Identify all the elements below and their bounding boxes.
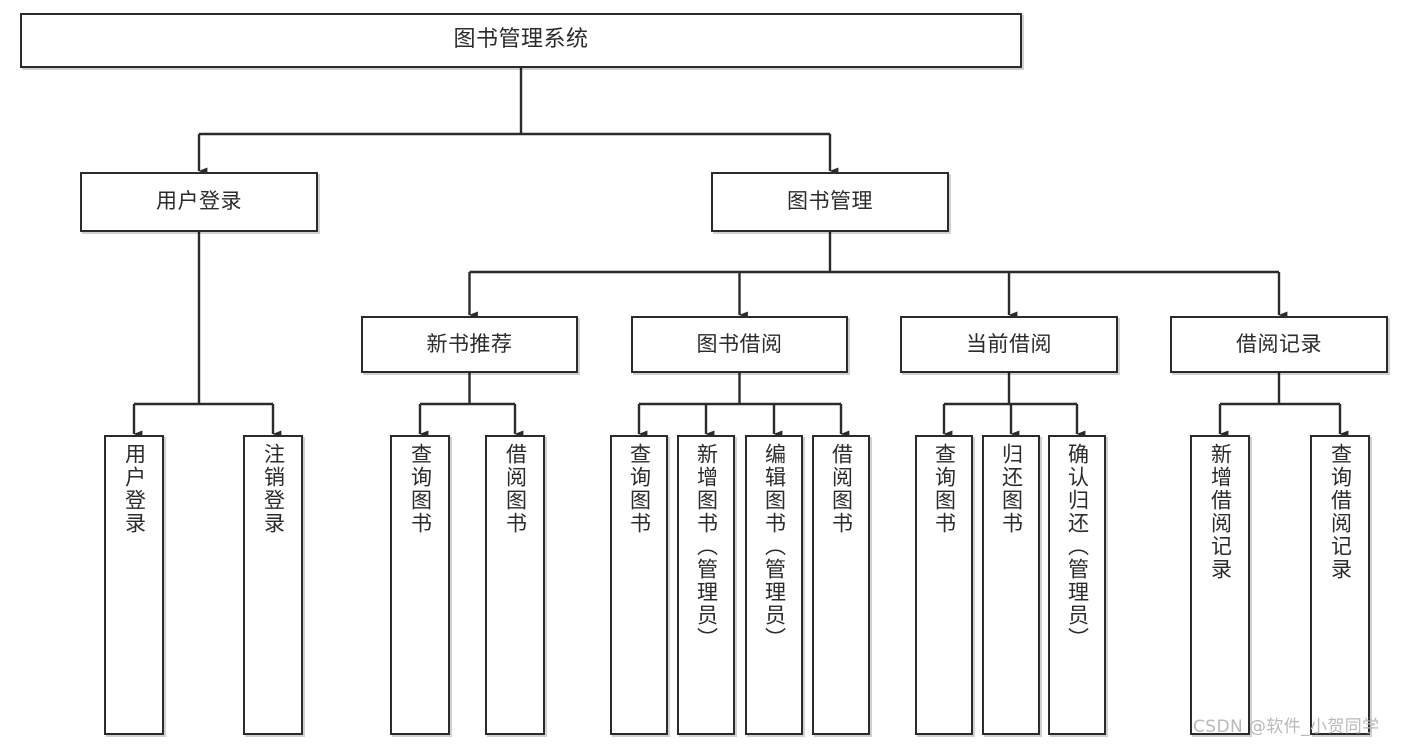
node-label: 查询图书 — [627, 443, 652, 535]
node-label: 编辑图书（管理员） — [762, 443, 787, 650]
node-leaf-6[interactable]: 新增图书（管理员） — [677, 435, 735, 735]
node-label: 用户登录 — [156, 189, 242, 214]
node-leaf-5[interactable]: 查询图书 — [610, 435, 668, 735]
node-leaf-9[interactable]: 查询图书 — [915, 435, 973, 735]
node-label: 图书管理 — [787, 189, 873, 214]
node-leaf-7[interactable]: 编辑图书（管理员） — [745, 435, 803, 735]
node-leaf-1[interactable]: 用户登录 — [104, 435, 164, 735]
node-current[interactable]: 当前借阅 — [900, 316, 1118, 373]
node-label: 新增借阅记录 — [1208, 443, 1233, 581]
node-leaf-2[interactable]: 注销登录 — [243, 435, 303, 735]
node-label: 借阅图书 — [503, 443, 528, 535]
node-label: 图书借阅 — [696, 331, 783, 356]
node-leaf-10[interactable]: 归还图书 — [982, 435, 1040, 735]
node-borrow[interactable]: 图书借阅 — [631, 316, 848, 373]
node-label: 用户登录 — [122, 443, 147, 535]
node-newbook[interactable]: 新书推荐 — [361, 316, 578, 373]
node-leaf-4[interactable]: 借阅图书 — [485, 435, 545, 735]
node-label: 借阅图书 — [829, 443, 854, 535]
node-root[interactable]: 图书管理系统 — [20, 13, 1022, 68]
node-label: 借阅记录 — [1236, 331, 1322, 356]
node-leaf-3[interactable]: 查询图书 — [390, 435, 450, 735]
node-bookmgmt[interactable]: 图书管理 — [711, 172, 949, 232]
node-leaf-8[interactable]: 借阅图书 — [812, 435, 870, 735]
node-leaf-13[interactable]: 查询借阅记录 — [1310, 435, 1370, 735]
node-label: 注销登录 — [261, 443, 286, 535]
node-label: 当前借阅 — [966, 331, 1052, 356]
node-label: 确认归还（管理员） — [1065, 443, 1090, 650]
node-label: 查询图书 — [408, 443, 433, 535]
node-label: 归还图书 — [999, 443, 1024, 535]
node-label: 图书管理系统 — [453, 27, 589, 53]
node-label: 查询图书 — [932, 443, 957, 535]
node-label: 查询借阅记录 — [1328, 443, 1353, 581]
node-label: 新增图书（管理员） — [694, 443, 719, 650]
node-leaf-11[interactable]: 确认归还（管理员） — [1048, 435, 1106, 735]
node-label: 新书推荐 — [426, 331, 513, 356]
node-login[interactable]: 用户登录 — [80, 172, 318, 232]
node-records[interactable]: 借阅记录 — [1170, 316, 1388, 373]
node-leaf-12[interactable]: 新增借阅记录 — [1190, 435, 1250, 735]
